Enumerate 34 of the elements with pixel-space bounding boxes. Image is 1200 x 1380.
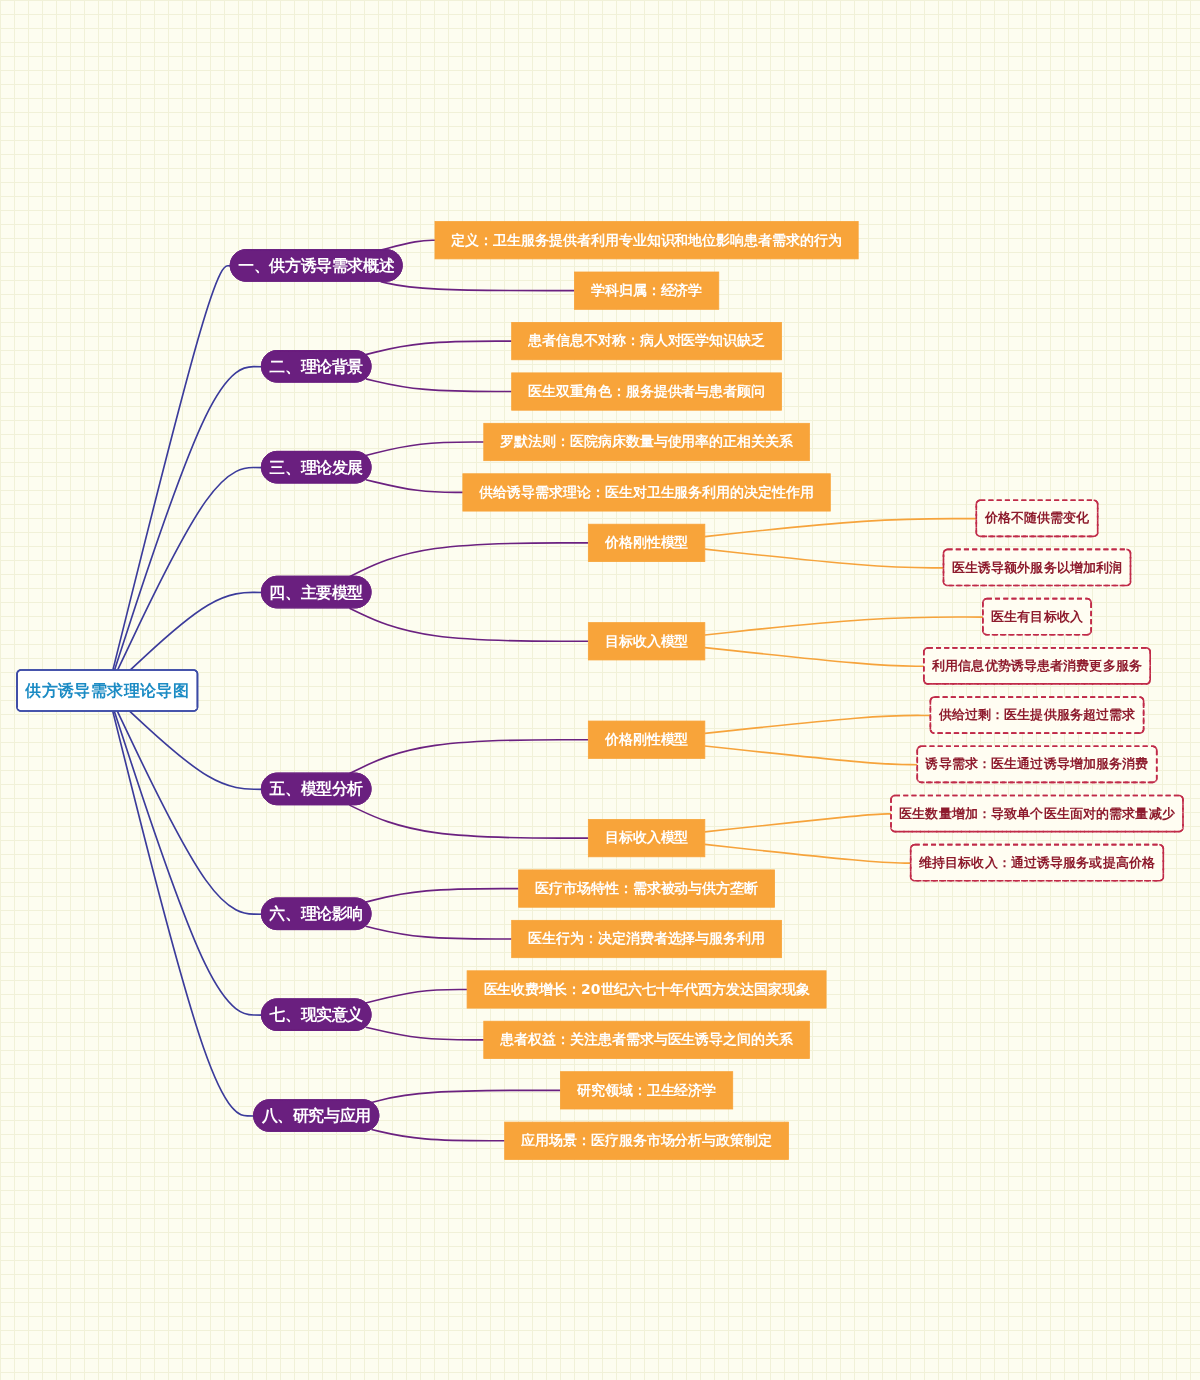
node-box: 价格刚性模型	[587, 523, 706, 562]
connector	[129, 710, 263, 790]
node-box: 医生双重角色：服务提供者与患者顾问	[511, 371, 782, 411]
node-box: 医生收费增长：20世纪六七十年代西方发达国家现象	[466, 969, 827, 1009]
connector	[129, 591, 263, 671]
node-box: 目标收入模型	[587, 818, 706, 857]
node-box: 医生行为：决定消费者选择与服务利用	[511, 919, 782, 958]
connector	[111, 710, 255, 1117]
connector	[111, 264, 232, 671]
node-box: 研究领域：卫生经济学	[560, 1070, 734, 1109]
connector	[116, 710, 263, 915]
connector	[113, 365, 263, 671]
connector	[364, 925, 513, 940]
connector	[364, 887, 520, 903]
node-box: 目标收入模型	[587, 621, 706, 660]
connector	[379, 280, 576, 291]
connector	[116, 466, 263, 671]
connector	[364, 377, 513, 392]
connector	[348, 803, 590, 839]
connector	[364, 478, 464, 493]
node-box: 供给诱导需求理论：医生对卫生服务利用的决定性作用	[462, 472, 831, 511]
node-box: 医疗市场特性：需求被动与供方垄断	[518, 869, 775, 908]
connector	[370, 1128, 506, 1142]
node-box: 定义：卫生服务提供者利用专业知识和地位影响患者需求的行为	[434, 220, 859, 259]
connector	[348, 606, 590, 642]
connector	[364, 1025, 485, 1041]
connector	[364, 988, 468, 1004]
connector	[113, 710, 263, 1016]
node-box: 患者权益：关注患者需求与医生诱导之间的关系	[483, 1020, 810, 1059]
node-box: 价格刚性模型	[587, 720, 706, 759]
node-box: 应用场景：医疗服务市场分析与政策制定	[504, 1121, 789, 1160]
node-box: 患者信息不对称：病人对医学知识缺乏	[511, 321, 782, 360]
node-box: 学科归属：经济学	[574, 271, 720, 310]
node-box: 罗默法则：医院病床数量与使用率的正相关关系	[483, 422, 810, 461]
